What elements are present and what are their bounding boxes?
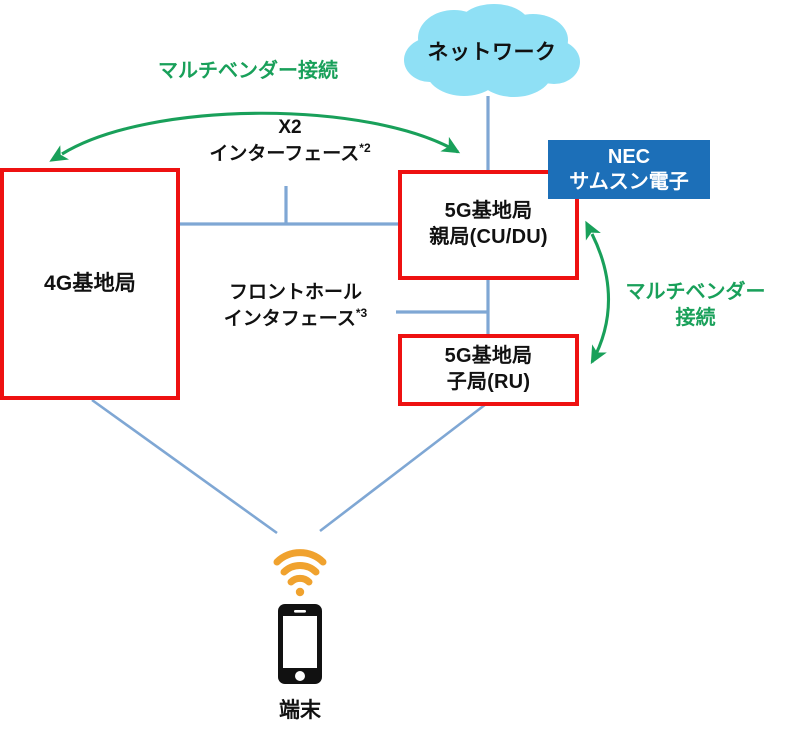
node-5g-parent-line2: 親局(CU/DU)	[429, 226, 548, 248]
label-x2-line1: X2	[278, 117, 302, 138]
smartphone-icon	[278, 604, 322, 684]
terminal-label: 端末	[279, 699, 321, 722]
label-x2-interface: X2 インターフェース*2	[170, 116, 410, 167]
node-vendor-badge: NEC サムスン電子	[548, 140, 710, 199]
vendor-line2: サムスン電子	[569, 170, 689, 193]
node-5g-child-line2: 子局(RU)	[446, 371, 531, 393]
terminal-graphic	[273, 549, 327, 684]
label-fronthaul-line2-wrap: インタフェース*3	[188, 306, 403, 332]
label-multivendor-top: マルチベンダー接続	[158, 60, 338, 82]
node-terminal-device: 端末	[252, 540, 348, 722]
node-4g-label: 4G基地局	[43, 271, 136, 295]
node-5g-child-line1: 5G基地局	[444, 345, 533, 368]
label-fronthaul-interface: フロントホール インタフェース*3	[188, 281, 403, 332]
arrow-multivendor-right	[585, 220, 611, 365]
node-5g-child-station: 5G基地局 子局(RU)	[398, 334, 579, 406]
label-multivendor-right: マルチベンダー 接続	[608, 279, 783, 331]
label-fronthaul-line1: フロントホール	[228, 282, 362, 303]
edge-4g-to-terminal	[91, 398, 278, 535]
edge-5g-child-to-terminal	[319, 402, 487, 533]
label-x2-line2-wrap: インターフェース*2	[170, 141, 410, 167]
cloud-icon	[404, 4, 580, 97]
arrow-multivendor-top	[49, 111, 461, 162]
cloud-label: ネットワーク	[427, 41, 557, 64]
label-x2-line2: インターフェース	[209, 143, 360, 165]
label-x2-note: *2	[359, 140, 371, 155]
wifi-icon	[273, 549, 327, 597]
label-fronthaul-line2: インタフェース	[223, 308, 356, 330]
node-5g-parent-line1: 5G基地局	[444, 200, 533, 223]
label-fronthaul-note: *3	[355, 305, 368, 320]
vendor-line1: NEC	[607, 146, 651, 169]
label-multivendor-right-line2: 接続	[675, 307, 716, 329]
node-4g-base-station: 4G基地局	[0, 168, 180, 400]
label-multivendor-right-line1: マルチベンダー	[625, 281, 766, 303]
node-network-cloud: ネットワーク	[402, 2, 582, 100]
